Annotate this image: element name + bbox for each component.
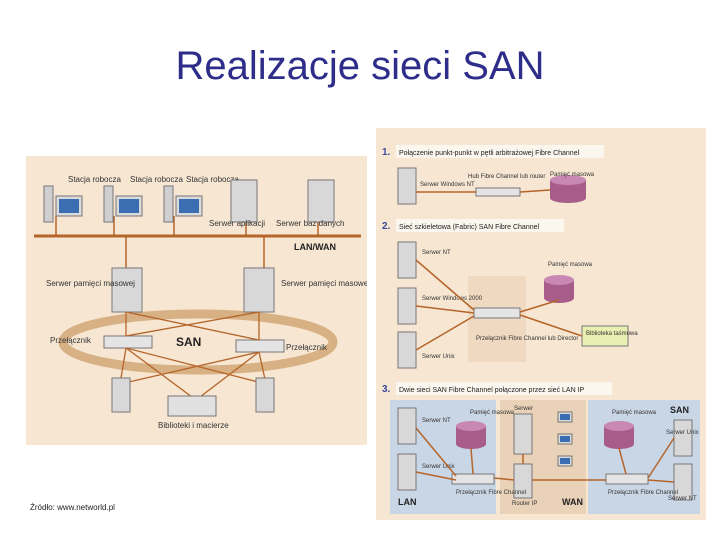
server-icon [397, 241, 417, 279]
storage-cylinder-icon [550, 175, 586, 203]
db-server-label: Serwer baz danych [276, 219, 344, 228]
section3-server-unix-label: Serwer Unix [422, 464, 455, 470]
storage-server-right-label: Serwer pamięci masowej [281, 279, 367, 288]
section3-server-unix-right-label: Serwer Unix [666, 430, 699, 436]
san-ring [58, 309, 338, 375]
server-icon [397, 453, 417, 491]
section1-title: Połączenie punkt-punkt w pętli arbitrażo… [399, 150, 580, 157]
san-label: SAN [176, 335, 201, 349]
switch-left-icon [103, 335, 153, 349]
server-icon [397, 331, 417, 369]
storage-cylinder-icon [456, 421, 486, 449]
section1-server-label: Serwer Windows NT [420, 182, 475, 188]
workstation-icon [163, 185, 203, 223]
server-icon [397, 287, 417, 325]
workstation-icon [103, 185, 143, 223]
server-icon [397, 167, 417, 205]
server-icon [255, 377, 275, 413]
storage-array-icon [167, 395, 217, 417]
pc-icon [557, 455, 573, 467]
section3-router-label: Router IP [512, 501, 537, 507]
server-icon [673, 419, 693, 457]
workstation-label: Stacja robocza [130, 175, 183, 184]
storage-server-left-label: Serwer pamięci masowej [46, 279, 135, 288]
section3-storage-right-label: Pamięć masowa [612, 410, 657, 416]
section3-san-label: SAN [670, 405, 689, 415]
section3-switch-left-label: Przełącznik Fibre Channel [456, 490, 526, 496]
lan-wan-label: LAN/WAN [294, 242, 336, 252]
workstation-label: Stacja robocza [68, 175, 121, 184]
section3-number: 3. [382, 384, 391, 395]
server-icon [397, 407, 417, 445]
section3-server-top-label: Serwer [514, 406, 533, 412]
section1-number: 1. [382, 147, 391, 158]
section1-hub-label: Hub Fibre Channel lub router [468, 174, 545, 180]
workstation-label: Stacja robocza [186, 175, 239, 184]
section2-number: 2. [382, 221, 391, 232]
storage-server-right-icon [243, 267, 275, 313]
workstation-icon [43, 185, 83, 223]
slide-title: Realizacje sieci SAN [175, 44, 545, 88]
section3-title: Dwie sieci SAN Fibre Channel połączone p… [399, 387, 585, 394]
section2-title: Sieć szkieletowa (Fabric) SAN Fibre Chan… [399, 224, 539, 231]
hub-icon [475, 187, 521, 197]
fc-switch-icon [473, 307, 521, 319]
switch-right-label: Przełącznik [286, 343, 328, 352]
pc-icon [557, 411, 573, 423]
switch-left-label: Przełącznik [50, 336, 92, 345]
libraries-label: Biblioteki i macierze [158, 421, 229, 430]
db-server-icon [307, 179, 335, 223]
right-san-diagram: 1. Połączenie punkt-punkt w pętli arbitr… [376, 128, 706, 520]
section2-server-w2000-label: Serwer Windows 2000 [422, 296, 483, 302]
section3-lan-label: LAN [398, 497, 417, 507]
section3-server-nt-right-label: Serwer NT [668, 496, 697, 502]
section2-tape-label: Biblioteka taśmowa [586, 331, 638, 337]
section3-wan-label: WAN [562, 497, 583, 507]
section2-server-unix-label: Serwer Unix [422, 354, 455, 360]
source-caption: Źródło: www.networld.pl [30, 503, 115, 512]
server-icon [513, 413, 533, 455]
app-server-icon [230, 179, 258, 223]
section3-storage-left-label: Pamięć masowa [470, 410, 515, 416]
storage-server-left-icon [111, 267, 143, 313]
section2-storage-label: Pamięć masowa [548, 262, 593, 268]
server-icon [111, 377, 131, 413]
section2-server-nt-label: Serwer NT [422, 250, 451, 256]
section2-switch-label: Przełącznik Fibre Channel lub Director [476, 336, 578, 342]
fc-switch-icon [605, 473, 649, 485]
section3-switch-right-label: Przełącznik Fibre Channel [608, 490, 678, 496]
storage-cylinder-icon [604, 421, 634, 449]
left-san-diagram: Stacja robocza Stacja robocza Stacja rob… [26, 156, 367, 445]
section1-storage-label: Pamięć masowa [550, 172, 595, 178]
switch-right-icon [235, 339, 285, 353]
fc-switch-icon [451, 473, 495, 485]
section3-server-nt-label: Serwer NT [422, 418, 451, 424]
storage-cylinder-icon [544, 275, 574, 303]
pc-icon [557, 433, 573, 445]
app-server-label: Serwer aplikacji [209, 219, 265, 228]
